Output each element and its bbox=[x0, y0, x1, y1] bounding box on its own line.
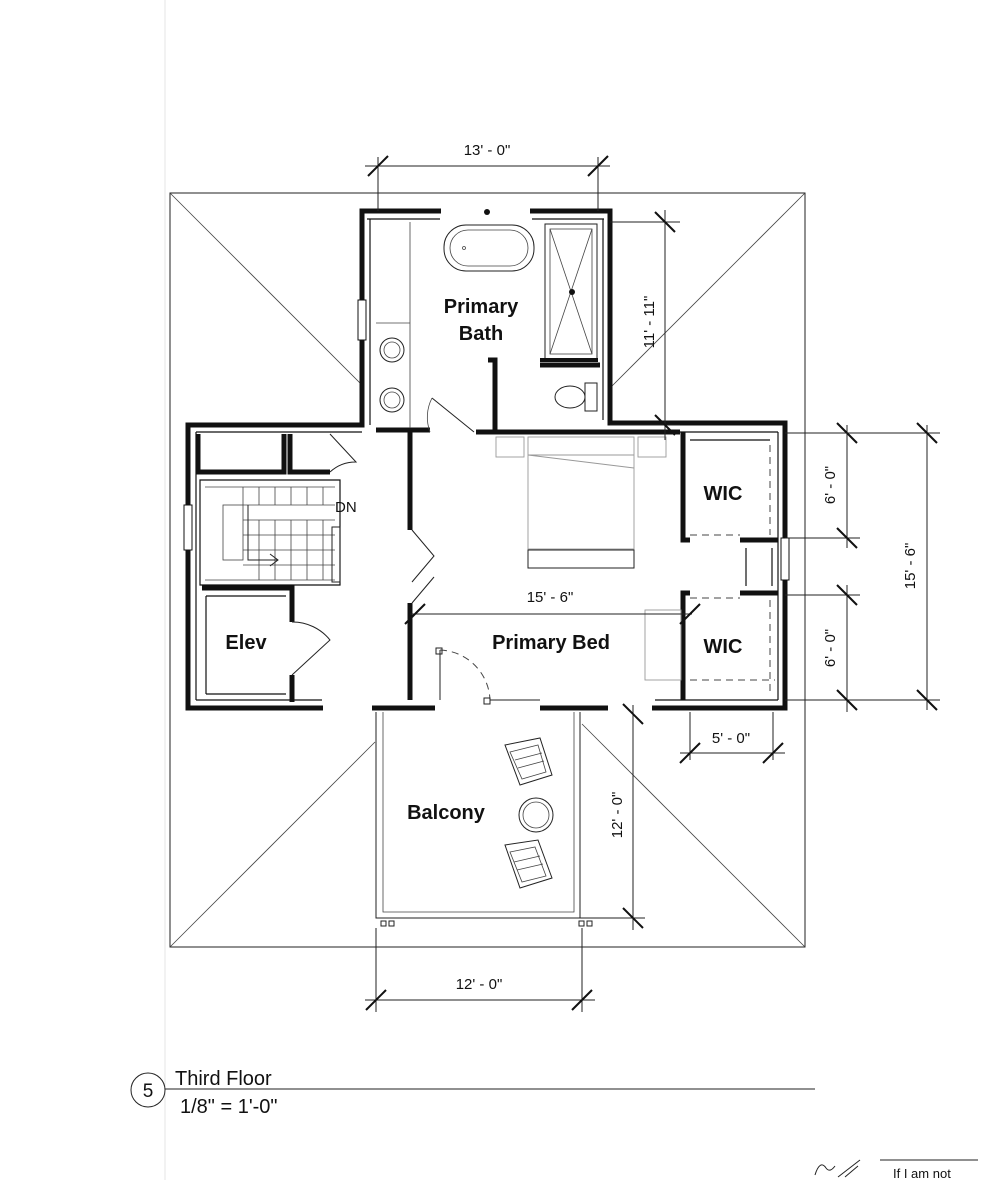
dimension-lines bbox=[365, 155, 940, 1012]
lounge-chair-upper bbox=[504, 737, 553, 786]
dim-overall-depth: 15' - 6" bbox=[902, 543, 919, 590]
primary-bath-label: Primary bbox=[444, 296, 519, 318]
dim-balcony-width: 12' - 0" bbox=[456, 976, 503, 993]
view-scale: 1/8" = 1'-0" bbox=[180, 1096, 278, 1118]
vanity bbox=[376, 222, 411, 428]
dim-bath-depth: 11' - 11" bbox=[641, 296, 658, 349]
dim-bed-width: 15' - 6" bbox=[527, 589, 574, 606]
primary-bath-label-2: Bath bbox=[459, 323, 503, 345]
wic-upper-label: WIC bbox=[704, 483, 743, 505]
dim-wic-lower-depth: 6' - 0" bbox=[822, 629, 839, 667]
lounge-chair-lower bbox=[504, 839, 553, 889]
roof-outline bbox=[169, 192, 806, 948]
view-title-block: 5 Third Floor 1/8" = 1'-0" bbox=[130, 1068, 815, 1118]
doors bbox=[291, 397, 540, 705]
exterior-walls bbox=[183, 208, 790, 711]
shower bbox=[540, 223, 598, 362]
toilet bbox=[554, 382, 598, 412]
bathtub bbox=[443, 209, 535, 272]
corner-stamp: If I am not bbox=[814, 1159, 978, 1180]
balcony-label: Balcony bbox=[407, 802, 486, 824]
elev-label: Elev bbox=[225, 632, 267, 654]
dim-balcony-depth: 12' - 0" bbox=[609, 792, 626, 839]
wic-lower-label: WIC bbox=[704, 636, 743, 658]
interior-walls bbox=[195, 357, 778, 702]
stair-dn-label: DN bbox=[335, 499, 357, 516]
dim-bath-width: 13' - 0" bbox=[464, 142, 511, 159]
stair bbox=[205, 486, 341, 583]
view-number: 5 bbox=[143, 1081, 154, 1102]
dim-wic-upper-depth: 6' - 0" bbox=[822, 466, 839, 504]
view-title: Third Floor bbox=[175, 1068, 272, 1090]
side-table bbox=[518, 797, 554, 833]
bed bbox=[495, 436, 682, 681]
balcony bbox=[375, 712, 593, 927]
dim-wic-width: 5' - 0" bbox=[712, 730, 750, 747]
primary-bed-label: Primary Bed bbox=[492, 632, 610, 654]
corner-note: If I am not bbox=[893, 1166, 951, 1180]
wic-shelving bbox=[690, 445, 775, 695]
